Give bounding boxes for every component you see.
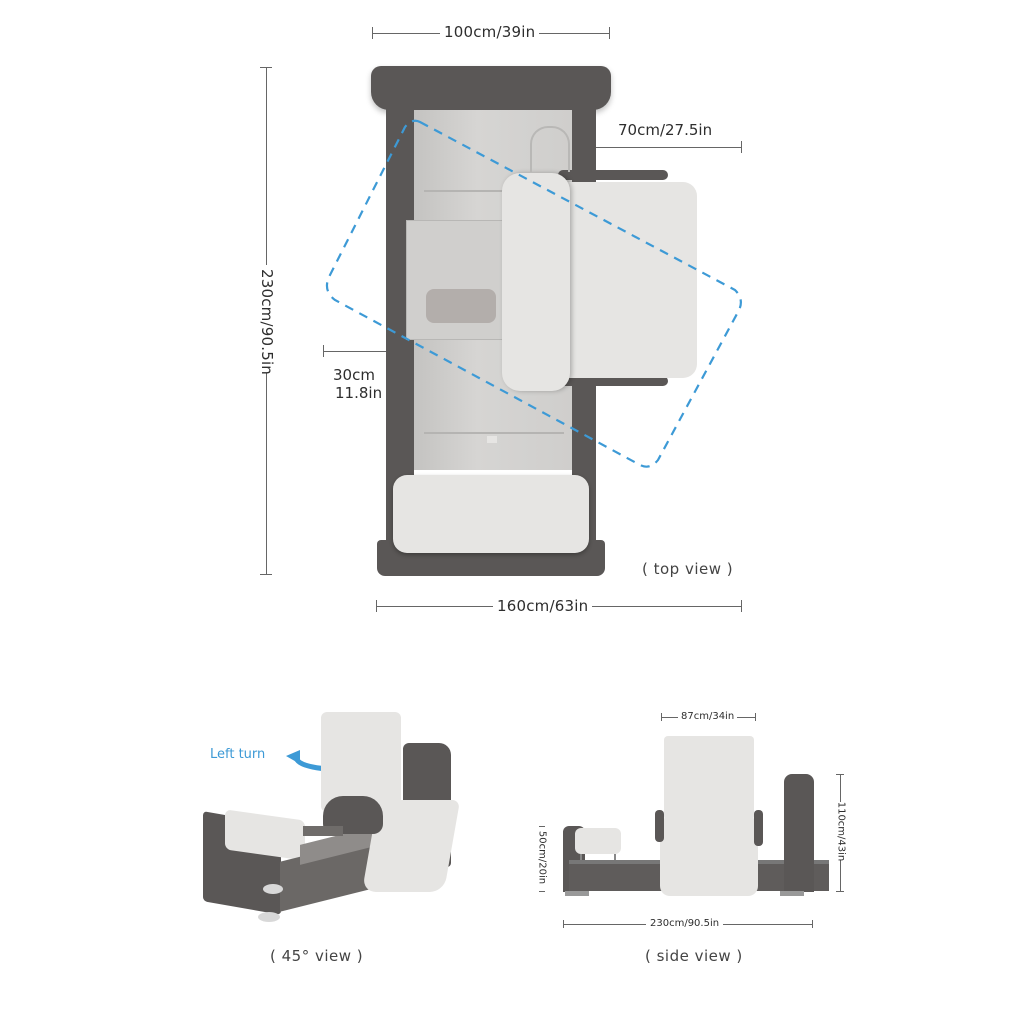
chair-depth-label: 70cm/27.5in — [618, 121, 713, 139]
seat-side — [660, 818, 758, 896]
foot-cushion — [393, 475, 589, 553]
armrest-top — [558, 170, 668, 180]
backrest — [502, 173, 570, 391]
chair-width-label: 87cm/34in — [678, 711, 738, 722]
handle-cutout — [426, 289, 496, 323]
headboard-side — [784, 774, 814, 892]
side-clearance-cm: 30cm — [333, 366, 375, 384]
top-view-label: ( top view ) — [642, 560, 734, 578]
armrest-left-side — [655, 810, 664, 842]
seat-cushion — [555, 182, 697, 378]
power-cable — [530, 126, 570, 172]
foot-cushion-side — [575, 828, 621, 854]
chair-height-label: 110cm/43in — [835, 801, 847, 862]
view-45-label: ( 45° view ) — [270, 947, 364, 965]
bed-height-label: 50cm/20in — [536, 830, 548, 885]
armrest-bottom — [558, 376, 668, 386]
side-clearance-in: 11.8in — [335, 384, 383, 402]
left-turn-label: Left turn — [210, 747, 266, 762]
backrest-45 — [321, 712, 401, 812]
armrest-right-side — [754, 810, 763, 846]
side-view-label: ( side view ) — [645, 947, 743, 965]
rotation-width-label: 160cm/63in — [493, 597, 593, 615]
top-width-label: 100cm/39in — [440, 23, 540, 41]
headboard — [371, 66, 611, 110]
backrest-side — [664, 736, 754, 820]
side-total-length-label: 230cm/90.5in — [646, 918, 724, 929]
